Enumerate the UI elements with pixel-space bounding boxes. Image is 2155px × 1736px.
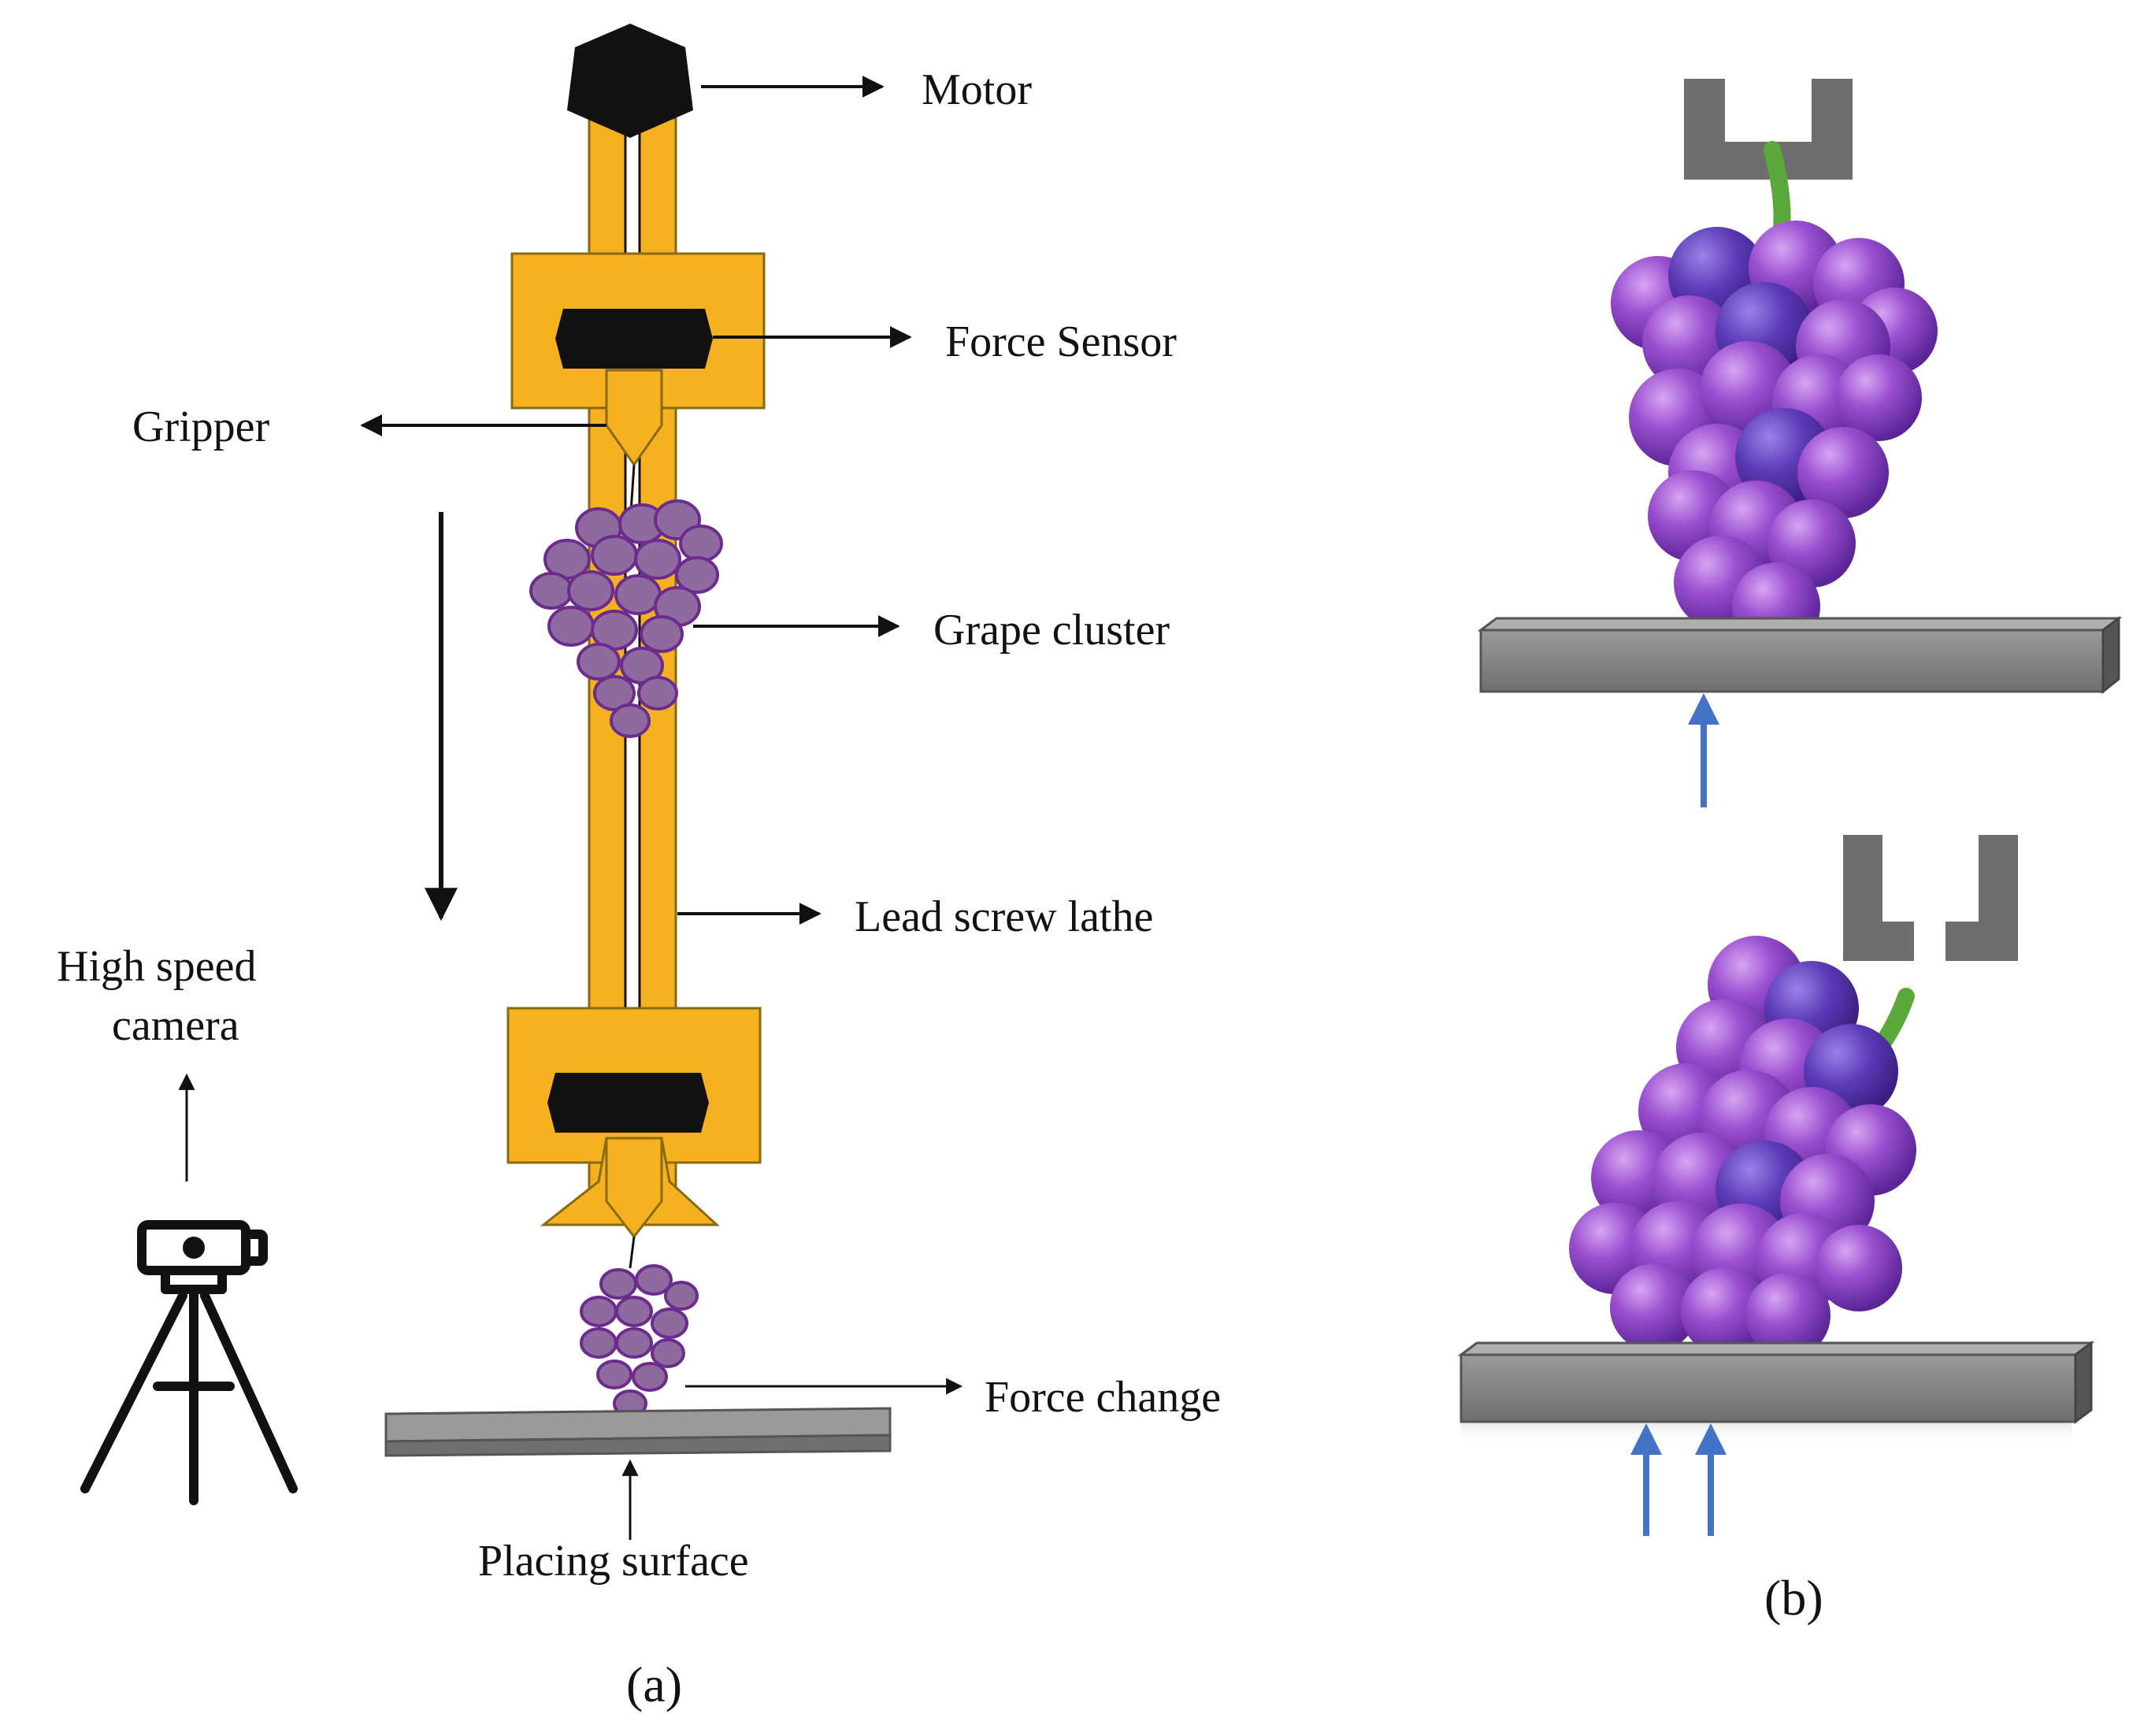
- camera-label-line1: High speed: [57, 942, 257, 991]
- placing-surface-label: Placing surface: [478, 1537, 749, 1586]
- panel-a-caption: (a): [626, 1656, 682, 1712]
- lead-screw-lathe-label: Lead screw lathe: [855, 892, 1153, 941]
- motor-label: Motor: [922, 65, 1032, 114]
- lower-carriage: [506, 1007, 762, 1239]
- placing-surface: [384, 1407, 892, 1457]
- camera-icon: [80, 1220, 298, 1505]
- bottom-surface: [1457, 1341, 2095, 1445]
- upper-grape-cluster: [529, 499, 723, 738]
- panel-a: Motor Force Sensor Gripper Grape clust: [57, 24, 1221, 1712]
- gripper-label: Gripper: [132, 402, 270, 451]
- panel-b: (b): [1457, 79, 2123, 1626]
- bottom-grape-bunch: [1569, 936, 1916, 1358]
- panel-b-caption: (b): [1764, 1570, 1823, 1626]
- camera-label-line2: camera: [112, 1001, 239, 1050]
- open-gripper: [1843, 835, 2018, 961]
- force-sensor-label: Force Sensor: [945, 317, 1177, 366]
- grape-cluster-label: Grape cluster: [933, 606, 1170, 655]
- lower-grape-stem: [629, 1236, 636, 1269]
- closed-gripper: [1684, 79, 1853, 180]
- motor-block: [567, 24, 693, 138]
- top-surface: [1477, 616, 2123, 695]
- top-grape-bunch: [1611, 221, 1938, 651]
- lower-grape-cluster: [580, 1264, 699, 1418]
- force-change-label: Force change: [985, 1373, 1221, 1422]
- upper-carriage: [510, 252, 766, 467]
